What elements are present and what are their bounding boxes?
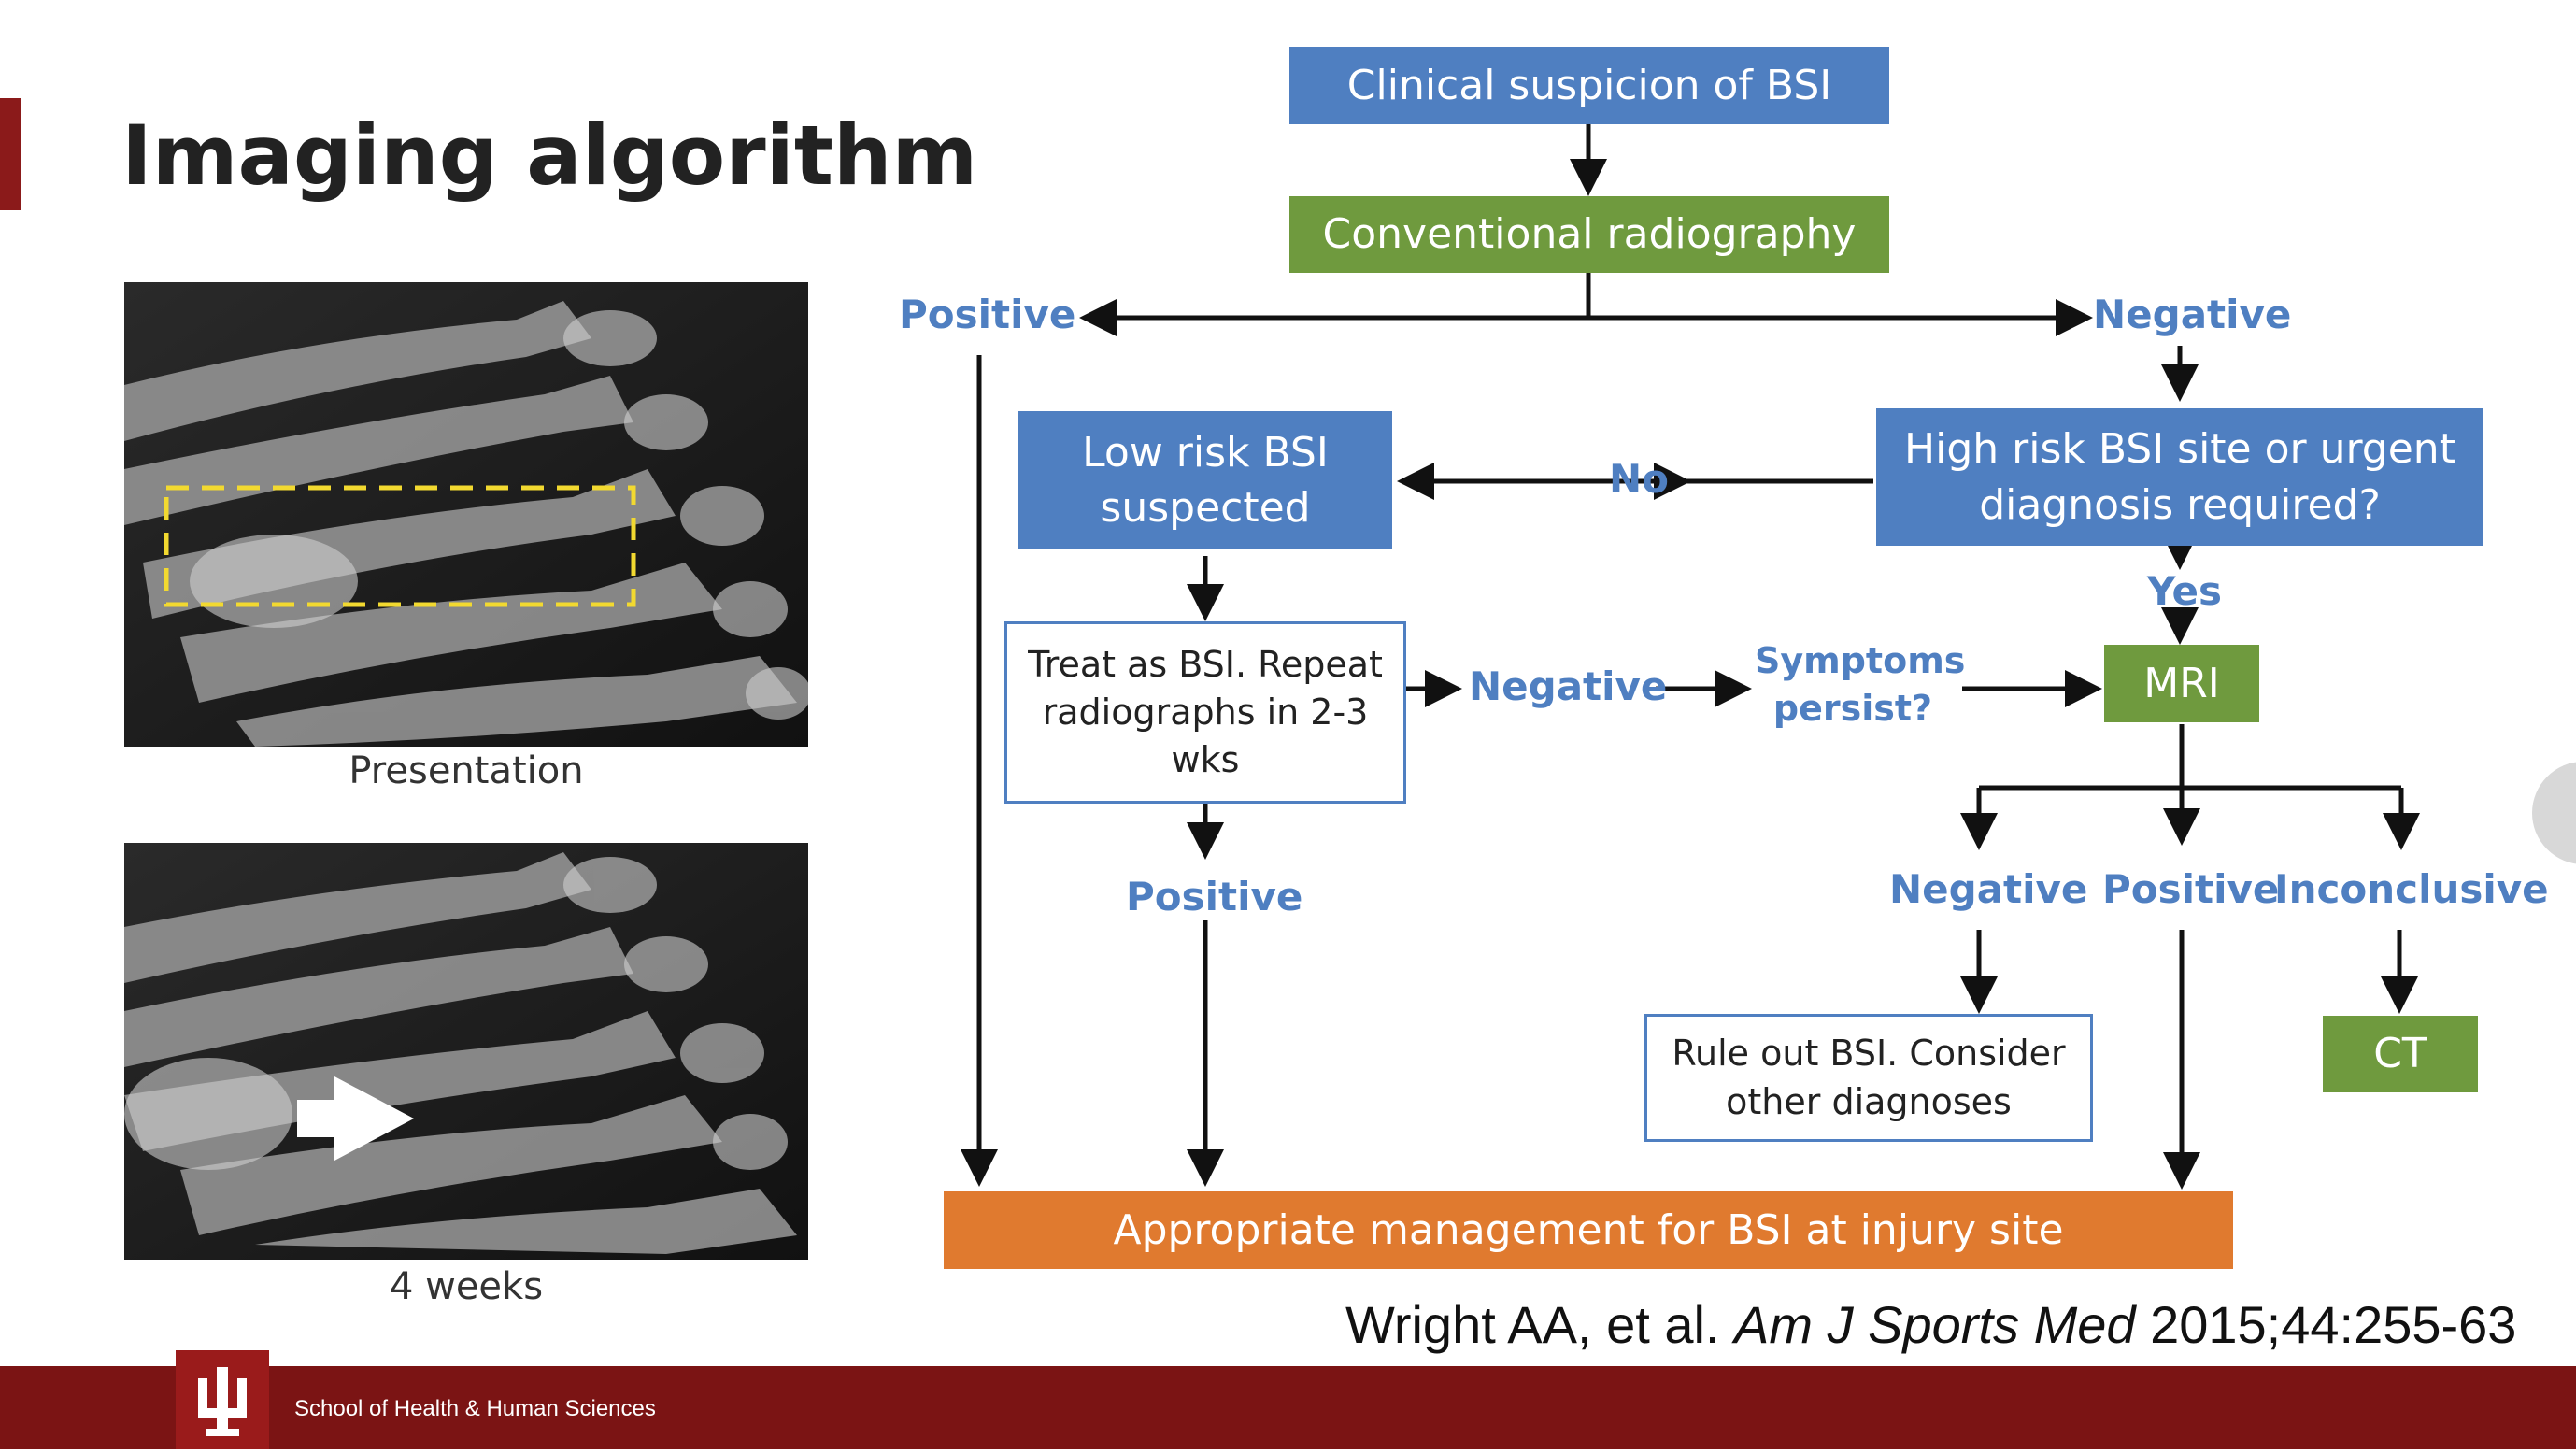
mri-box: MRI [2104,645,2259,722]
mri-positive-label: Positive [2102,866,2280,912]
conventional-radiography-box: Conventional radiography [1289,196,1889,273]
conventional-radiography-text: Conventional radiography [1322,210,1857,259]
footer-bar [0,1366,2576,1449]
rule-out-bsi-box: Rule out BSI. Consider other diagnoses [1644,1014,2093,1142]
mri-text: MRI [2143,659,2220,707]
symptoms-text-line2: persist? [1772,688,1933,730]
low-risk-text-line1: Low risk BSI [1082,428,1329,477]
low-risk-box: Low risk BSI suspected [1018,411,1392,549]
ct-text: CT [2373,1030,2427,1078]
rule-out-text-line2: other diagnoses [1726,1080,2012,1122]
ct-box: CT [2323,1016,2478,1092]
rule-out-text-line1: Rule out BSI. Consider [1672,1033,2066,1075]
caption-4-weeks: 4 weeks [389,1265,544,1308]
trident-logo-icon [198,1367,247,1436]
university-logo [176,1350,269,1449]
high-risk-box: High risk BSI site or urgent diagnosis r… [1876,408,2483,546]
symptoms-text-line1: Symptoms [1755,640,1966,681]
title-accent-bar [0,98,21,210]
xray-presentation-image [124,282,808,747]
citation-details: 2015;44:255-63 [2150,1295,2517,1354]
citation-authors: Wright AA, et al. [1345,1295,1720,1354]
negative-right-label: Negative [2093,292,2292,337]
clinical-suspicion-box: Clinical suspicion of BSI [1289,47,1889,124]
treat-text-line2: radiographs in 2-3 [1042,691,1369,733]
management-box: Appropriate management for BSI at injury… [944,1191,2233,1269]
high-risk-text-line1: High risk BSI site or urgent [1904,425,2455,474]
footer-school-name: School of Health & Human Sciences [294,1396,656,1421]
no-label: No [1609,456,1670,502]
fracture-arrow-marker [297,1076,414,1161]
slide-title: Imaging algorithm [121,107,978,204]
clinical-suspicion-text: Clinical suspicion of BSI [1346,61,1832,109]
high-risk-text-line2: diagnosis required? [1979,480,2381,529]
stress-fracture-highlight-box [164,485,636,607]
low-risk-text-line2: suspected [1100,484,1311,532]
yes-label: Yes [2147,568,2223,614]
positive-left-label: Positive [899,292,1076,337]
negative-mid-label: Negative [1469,663,1668,709]
citation-journal: Am J Sports Med [1734,1295,2136,1354]
positive-mid-label: Positive [1126,874,1303,919]
management-text: Appropriate management for BSI at injury… [1113,1205,2064,1254]
xray-4-weeks-image [124,843,808,1260]
citation: Wright AA, et al. Am J Sports Med 2015;4… [1345,1294,2516,1355]
treat-text-line3: wks [1171,739,1240,781]
treat-text-line1: Treat as BSI. Repeat [1028,643,1383,685]
mri-inconclusive-label: Inconclusive [2274,866,2549,912]
symptoms-persist-label: Symptoms persist? [1755,637,1966,734]
mri-negative-label: Negative [1889,866,2088,912]
caption-presentation: Presentation [349,749,584,792]
treat-as-bsi-box: Treat as BSI. Repeat radiographs in 2-3 … [1004,621,1406,804]
